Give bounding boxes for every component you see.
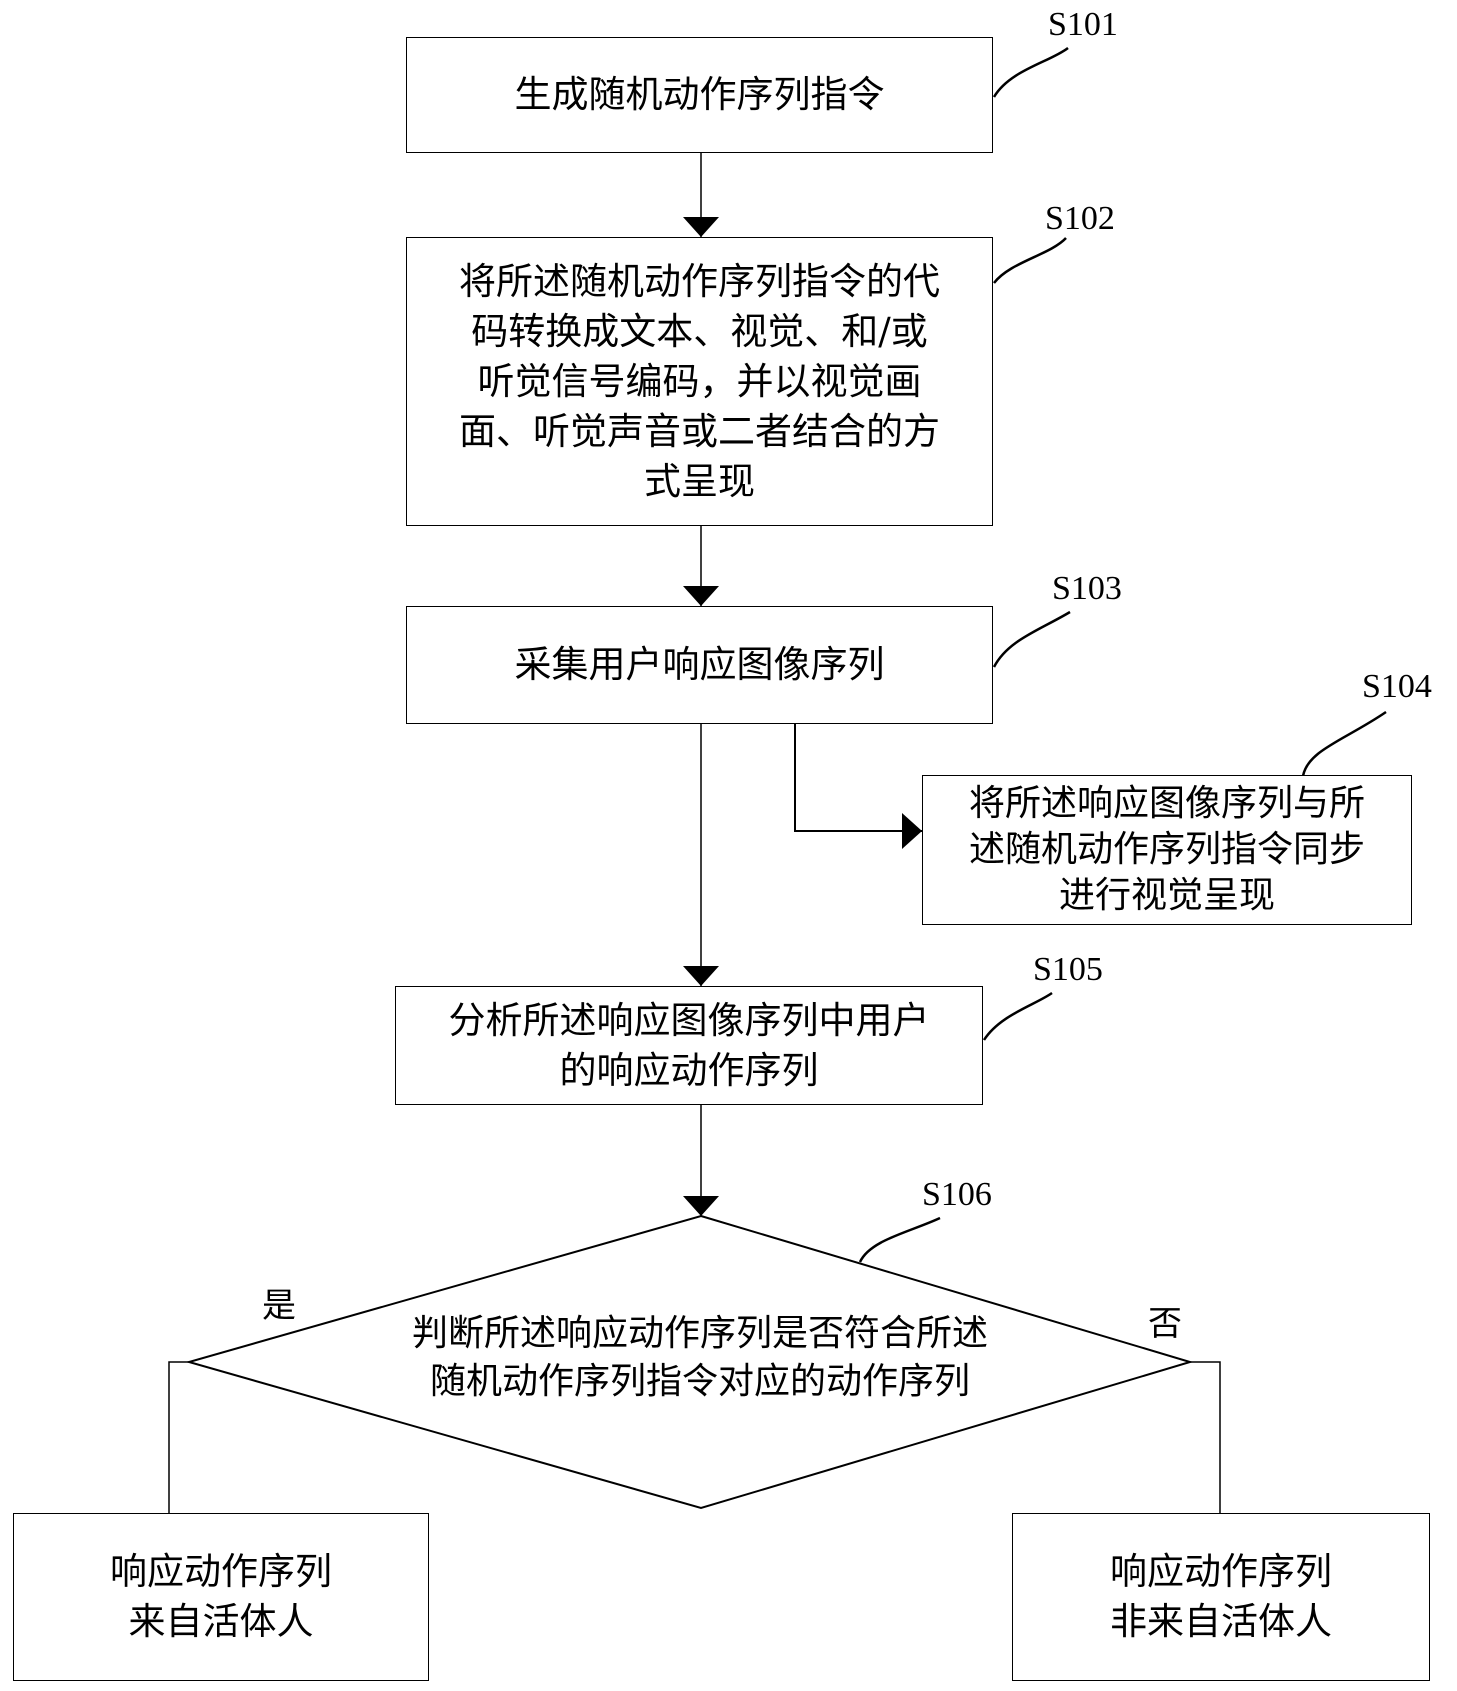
no-branch-line <box>1190 1361 1221 1513</box>
step-text-s105-line: 的响应动作序列 <box>559 1048 819 1092</box>
step-text-s101: 生成随机动作序列指令 <box>514 73 885 116</box>
outcome-live-line: 来自活体人 <box>128 1600 314 1643</box>
step-id-s104: S104 <box>1362 668 1432 705</box>
outcome-live-line: 响应动作序列 <box>110 1550 332 1593</box>
outcome-box-not-live: 响应动作序列 非来自活体人 <box>1012 1513 1430 1681</box>
step-text-s106-line: 判断所述响应动作序列是否符合所述 <box>411 1313 988 1354</box>
step-box-s102: 将所述随机动作序列指令的代 码转换成文本、视觉、和/或 听觉信号编码，并以视觉画… <box>406 237 993 526</box>
step-text-s104-line: 述随机动作序列指令同步 <box>968 829 1365 870</box>
step-text-s102-line: 听觉信号编码，并以视觉画 <box>477 359 922 403</box>
step-text-s104-line: 进行视觉呈现 <box>1058 875 1275 916</box>
leader-s106 <box>858 1216 941 1263</box>
step-text-s106-line: 随机动作序列指令对应的动作序列 <box>429 1361 970 1402</box>
leader-s102 <box>993 237 1067 284</box>
step-box-s101: 生成随机动作序列指令 <box>406 37 993 153</box>
step-id-s106: S106 <box>922 1176 992 1213</box>
step-text-s105-line: 分析所述响应图像序列中用户 <box>448 998 930 1042</box>
step-text-s106: 判断所述响应动作序列是否符合所述 随机动作序列指令对应的动作序列 <box>300 1310 1100 1406</box>
branch-no-label: 否 <box>1148 1304 1182 1344</box>
leader-s101 <box>992 47 1069 98</box>
branch-yes-label: 是 <box>262 1286 296 1326</box>
step-text-s103: 采集用户响应图像序列 <box>514 643 885 686</box>
step-box-s105: 分析所述响应图像序列中用户 的响应动作序列 <box>395 986 983 1105</box>
step-text-s102-line: 码转换成文本、视觉、和/或 <box>471 309 928 353</box>
step-id-s103: S103 <box>1052 570 1122 607</box>
yes-branch-line <box>168 1361 189 1513</box>
step-id-s105: S105 <box>1033 951 1103 988</box>
leader-s104 <box>1301 710 1387 777</box>
step-id-s102: S102 <box>1045 200 1115 237</box>
outcome-not-live-line: 非来自活体人 <box>1110 1600 1332 1643</box>
step-box-s104: 将所述响应图像序列与所 述随机动作序列指令同步 进行视觉呈现 <box>922 775 1412 925</box>
outcome-not-live-line: 响应动作序列 <box>1110 1550 1332 1593</box>
step-id-s101: S101 <box>1048 6 1118 43</box>
decision-diamond <box>185 1214 1194 1510</box>
step-text-s104-line: 将所述响应图像序列与所 <box>968 783 1365 824</box>
step-text-s102-line: 式呈现 <box>644 459 755 503</box>
leader-s103 <box>992 610 1071 668</box>
outcome-box-live: 响应动作序列 来自活体人 <box>13 1513 429 1681</box>
step-text-s102-line: 将所述随机动作序列指令的代 <box>459 259 940 303</box>
arrow-s103-s104 <box>794 723 922 849</box>
step-box-s103: 采集用户响应图像序列 <box>406 606 993 724</box>
leader-s105 <box>982 991 1053 1041</box>
step-text-s102-line: 面、听觉声音或二者结合的方 <box>459 409 940 453</box>
